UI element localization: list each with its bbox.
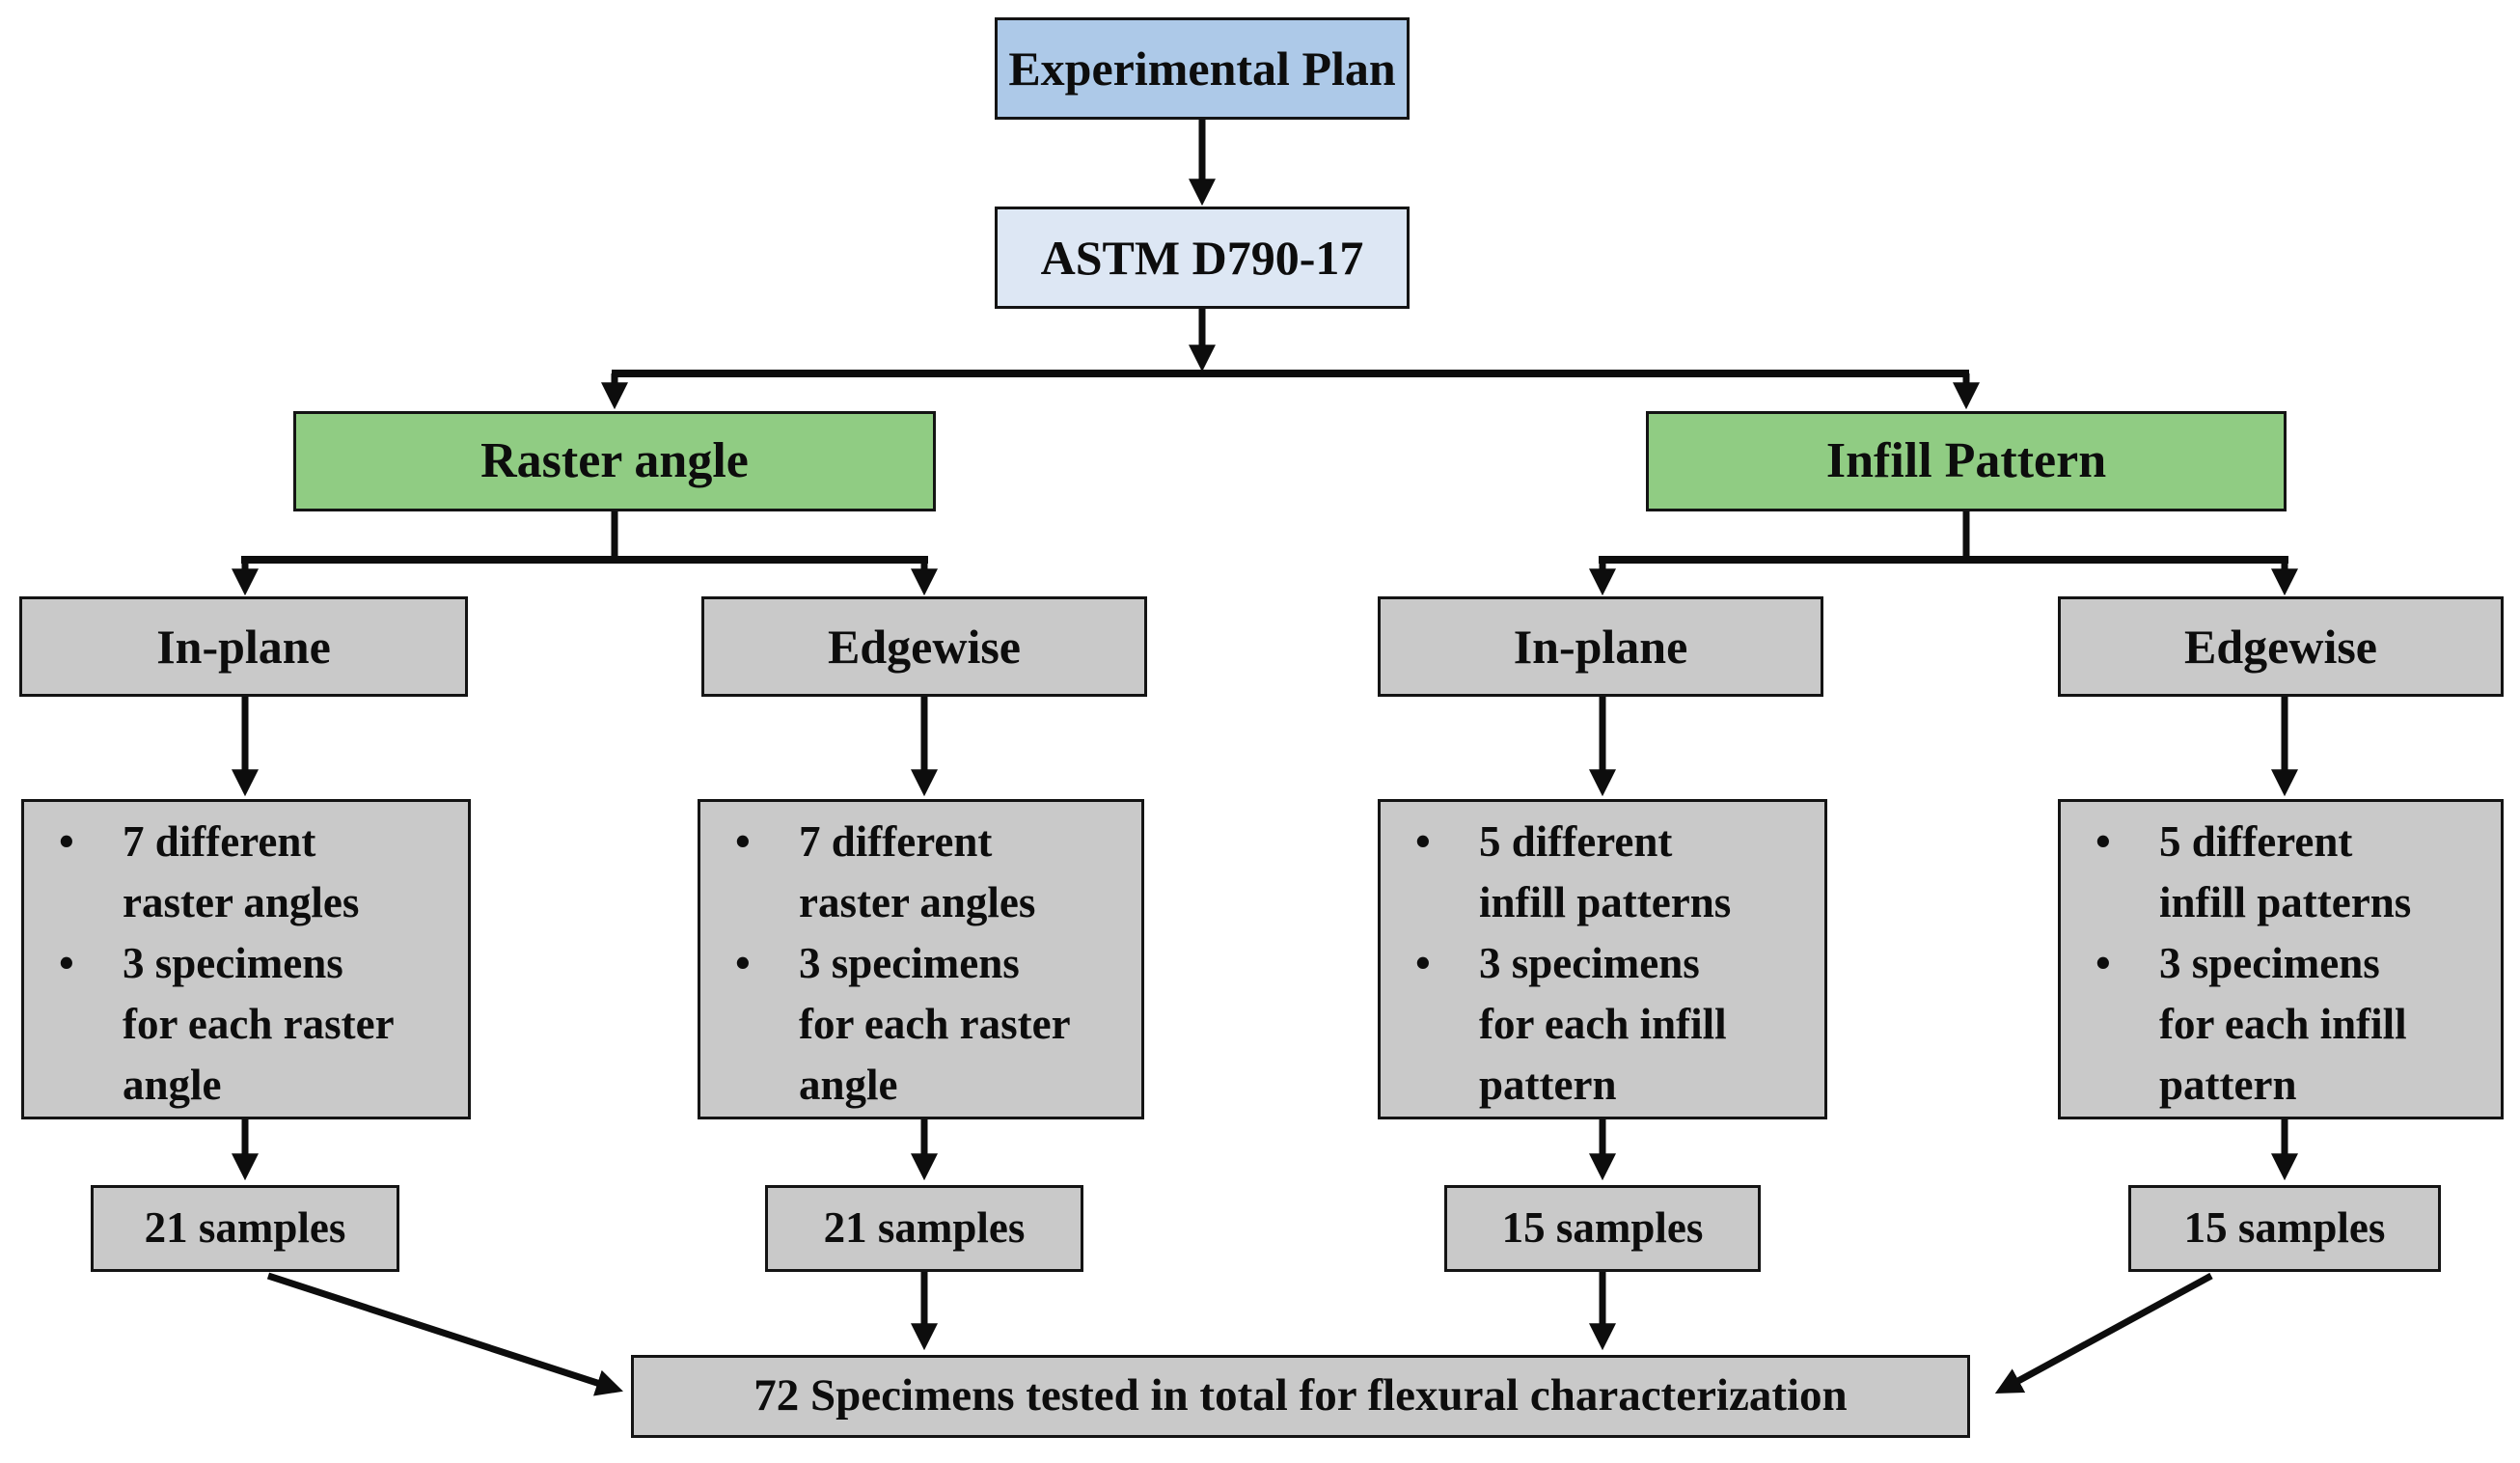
node-raster-edgewise: Edgewise xyxy=(701,596,1147,697)
bullet-text: 3 specimens for each infill pattern xyxy=(2159,939,2407,1109)
list-item: • 7 different raster angles xyxy=(700,812,1084,933)
node-raster-edgewise-samples: 21 samples xyxy=(765,1185,1083,1272)
bullet-text: 5 different infill patterns xyxy=(1479,817,1732,926)
bullet-text: 7 different raster angles xyxy=(799,817,1036,926)
bullet-icon: • xyxy=(2095,817,2111,866)
bullet-icon: • xyxy=(59,939,74,987)
node-raster-inplane-details: • 7 different raster angles • 3 specimen… xyxy=(21,799,471,1119)
list-item: • 3 specimens for each infill pattern xyxy=(2061,933,2445,1116)
node-raster-inplane-samples: 21 samples xyxy=(91,1185,399,1272)
node-raster-inplane: In-plane xyxy=(19,596,468,697)
bullet-icon: • xyxy=(1415,817,1431,866)
node-infill-inplane: In-plane xyxy=(1378,596,1823,697)
list-item: • 5 different infill patterns xyxy=(1381,812,1765,933)
node-raster-angle: Raster angle xyxy=(293,411,936,511)
list-item: • 3 specimens for each infill pattern xyxy=(1381,933,1765,1116)
samples-count-label: 21 samples xyxy=(823,1203,1026,1253)
node-raster-inplane-label: In-plane xyxy=(156,619,331,674)
node-astm-standard-label: ASTM D790-17 xyxy=(1040,230,1364,285)
bullet-text: 3 specimens for each infill pattern xyxy=(1479,939,1727,1109)
samples-count-label: 15 samples xyxy=(1501,1203,1704,1253)
bullet-text: 3 specimens for each raster angle xyxy=(123,939,394,1109)
node-infill-edgewise-samples: 15 samples xyxy=(2128,1185,2441,1272)
node-infill-edgewise: Edgewise xyxy=(2058,596,2504,697)
node-total-specimens-label: 72 Specimens tested in total for flexura… xyxy=(753,1370,1848,1422)
bullet-text: 5 different infill patterns xyxy=(2159,817,2412,926)
node-infill-inplane-label: In-plane xyxy=(1513,619,1688,674)
node-infill-inplane-samples: 15 samples xyxy=(1444,1185,1761,1272)
bullet-icon: • xyxy=(59,817,74,866)
bullet-text: 7 different raster angles xyxy=(123,817,360,926)
bullet-icon: • xyxy=(735,817,751,866)
node-infill-edgewise-label: Edgewise xyxy=(2184,619,2377,674)
node-experimental-plan-label: Experimental Plan xyxy=(1008,41,1396,96)
node-infill-edgewise-details: • 5 different infill patterns • 3 specim… xyxy=(2058,799,2504,1119)
bullet-icon: • xyxy=(735,939,751,987)
node-astm-standard: ASTM D790-17 xyxy=(995,207,1410,309)
samples-count-label: 15 samples xyxy=(2183,1203,2386,1253)
node-infill-pattern: Infill Pattern xyxy=(1646,411,2287,511)
list-item: • 3 specimens for each raster angle xyxy=(700,933,1084,1116)
node-raster-angle-label: Raster angle xyxy=(480,433,749,489)
node-experimental-plan: Experimental Plan xyxy=(995,17,1410,120)
node-total-specimens: 72 Specimens tested in total for flexura… xyxy=(631,1355,1970,1438)
arrow-samples1-to-total xyxy=(266,1272,623,1396)
list-item: • 5 different infill patterns xyxy=(2061,812,2445,933)
list-item: • 3 specimens for each raster angle xyxy=(24,933,408,1116)
samples-count-label: 21 samples xyxy=(144,1203,346,1253)
arrow-samples4-to-total xyxy=(1994,1272,2213,1394)
node-infill-pattern-label: Infill Pattern xyxy=(1825,433,2107,489)
bullet-icon: • xyxy=(1415,939,1431,987)
node-raster-edgewise-label: Edgewise xyxy=(828,619,1021,674)
list-item: • 7 different raster angles xyxy=(24,812,408,933)
node-infill-inplane-details: • 5 different infill patterns • 3 specim… xyxy=(1378,799,1827,1119)
bullet-text: 3 specimens for each raster angle xyxy=(799,939,1070,1109)
bullet-icon: • xyxy=(2095,939,2111,987)
node-raster-edgewise-details: • 7 different raster angles • 3 specimen… xyxy=(698,799,1144,1119)
